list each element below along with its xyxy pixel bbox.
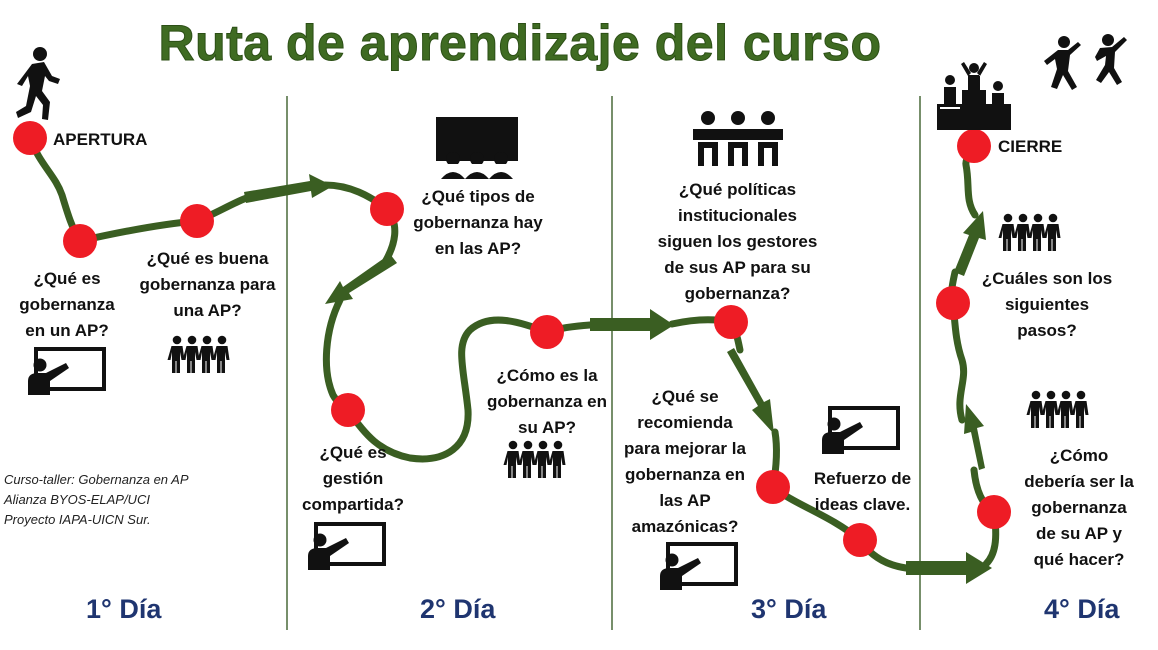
label-line: gobernanza para <box>139 275 276 294</box>
label-q3: ¿Qué tipos de gobernanza hay en las AP? <box>398 184 558 262</box>
node-q4 <box>331 393 365 427</box>
label-line: en un AP? <box>25 321 109 340</box>
label-line: ¿Qué políticas <box>678 180 797 199</box>
audience-screen-icon <box>436 117 518 179</box>
label-q2: ¿Qué es buena gobernanza para una AP? <box>125 246 290 324</box>
label-line: de su AP y <box>1036 524 1122 543</box>
label-line: su AP? <box>518 418 576 437</box>
day-3-label: 3° Día <box>751 594 827 624</box>
label-line: ¿Cómo es la <box>496 366 598 385</box>
label-line: gobernanza <box>19 295 115 314</box>
label-line: qué hacer? <box>1033 550 1125 569</box>
label-line: compartida? <box>301 495 405 514</box>
label-line: gobernanza en <box>625 465 745 484</box>
label-line: las AP <box>659 491 711 510</box>
node-q6 <box>714 305 748 339</box>
label-line: ideas clave. <box>814 495 911 514</box>
node-q5 <box>530 315 564 349</box>
node-q9 <box>936 286 970 320</box>
panel-meeting-icon <box>693 111 783 166</box>
walking-person-icon <box>16 47 60 120</box>
node-q8 <box>843 523 877 557</box>
celebrating-people-icon <box>1044 34 1127 90</box>
course-credits: Curso-taller: Gobernanza en AP Alianza B… <box>4 470 189 530</box>
arrow-4 <box>727 348 774 434</box>
label-line: en las AP? <box>434 239 522 258</box>
label-q4: ¿Qué es gestión compartida? <box>283 440 423 518</box>
day-2-label: 2° Día <box>420 594 496 624</box>
label-line: de sus AP para su <box>664 258 811 277</box>
group-people-icon <box>999 214 1061 251</box>
day-4-label: 4° Día <box>1044 594 1120 624</box>
node-q10 <box>977 495 1011 529</box>
group-people-icon <box>1027 391 1089 428</box>
label-line: ¿Cuáles son los <box>981 269 1113 288</box>
label-line: siguen los gestores <box>657 232 818 251</box>
route-nodes <box>13 121 1011 557</box>
label-line: recomienda <box>637 413 733 432</box>
day-1-label: 1° Día <box>86 594 162 624</box>
teacher-board-icon <box>306 522 386 572</box>
label-q10: ¿Cómo debería ser la gobernanza de su AP… <box>1012 443 1146 573</box>
label-apertura: APERTURA <box>53 130 148 149</box>
arrow-2 <box>325 254 397 304</box>
label-line: debería ser la <box>1024 472 1134 491</box>
label-line: amazónicas? <box>631 517 739 536</box>
label-q1: ¿Qué es gobernanza en un AP? <box>2 266 132 344</box>
label-line: ¿Qué tipos de <box>421 187 535 206</box>
label-line: siguientes <box>1004 295 1090 314</box>
node-cierre <box>957 129 991 163</box>
label-line: ¿Cómo <box>1049 446 1109 465</box>
path-arrows <box>244 174 992 584</box>
arrow-6 <box>964 404 985 470</box>
node-q2 <box>180 204 214 238</box>
arrow-7 <box>954 211 986 276</box>
label-line: ¿Qué es <box>319 443 387 462</box>
label-line: gestión <box>322 469 384 488</box>
label-q9: ¿Cuáles son los siguientes pasos? <box>972 266 1122 344</box>
group-people-icon <box>504 441 566 478</box>
arrow-5 <box>906 552 992 584</box>
arrow-1 <box>244 174 333 203</box>
node-q3 <box>370 192 404 226</box>
label-cierre: CIERRE <box>998 137 1063 156</box>
label-line: Refuerzo de <box>813 469 912 488</box>
credit-line: Alianza BYOS-ELAP/UCI <box>4 492 150 507</box>
label-line: gobernanza <box>1031 498 1127 517</box>
group-people-icon <box>168 336 230 373</box>
label-line: institucionales <box>677 206 798 225</box>
arrow-3 <box>590 309 674 340</box>
label-line: ¿Qué se <box>651 387 719 406</box>
page-title: Ruta de aprendizaje del curso <box>158 15 882 72</box>
teacher-board-icon <box>658 542 738 592</box>
label-q7: ¿Qué se recomienda para mejorar la gober… <box>610 384 760 540</box>
teacher-board-icon <box>820 406 900 456</box>
label-q5: ¿Cómo es la gobernanza en su AP? <box>472 363 622 441</box>
label-line: ¿Qué es <box>33 269 101 288</box>
label-line: para mejorar la <box>624 439 746 458</box>
credit-line: Curso-taller: Gobernanza en AP <box>4 472 189 487</box>
node-q7 <box>756 470 790 504</box>
label-line: ¿Qué es buena <box>146 249 269 268</box>
label-q8: Refuerzo de ideas clave. <box>800 466 925 518</box>
label-line: gobernanza? <box>684 284 791 303</box>
credit-line: Proyecto IAPA-UICN Sur. <box>4 512 151 527</box>
teacher-board-icon <box>26 347 106 397</box>
label-line: gobernanza hay <box>413 213 543 232</box>
label-q6: ¿Qué políticas institucionales siguen lo… <box>640 177 835 307</box>
label-line: gobernanza en <box>487 392 607 411</box>
label-line: una AP? <box>173 301 242 320</box>
podium-winners-icon <box>937 62 1011 130</box>
label-line: pasos? <box>1017 321 1077 340</box>
node-apertura <box>13 121 47 155</box>
node-q1 <box>63 224 97 258</box>
